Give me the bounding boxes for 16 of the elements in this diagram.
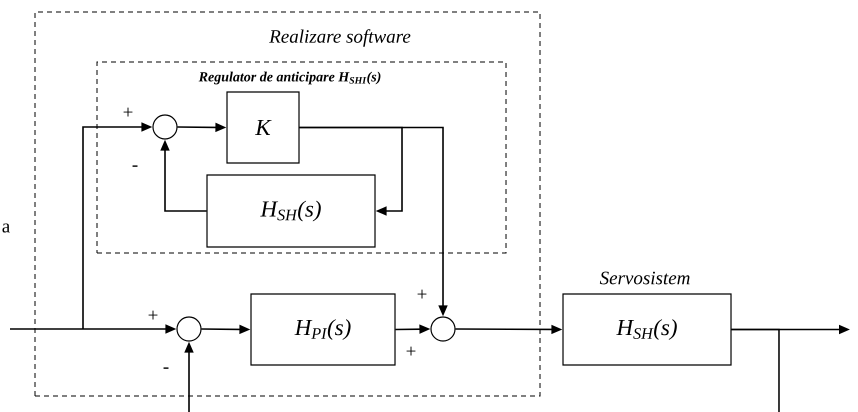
transfer-function-block: H$_{PI}$(s): [250, 293, 396, 366]
sign-label: -: [164, 367, 168, 369]
sign-label: -: [132, 165, 138, 167]
summing-junction: [176, 316, 202, 342]
sign-label: +: [406, 346, 416, 356]
sign-label: +: [148, 310, 158, 320]
summing-junction: [152, 114, 178, 140]
block-caption: Servosistem: [600, 272, 690, 284]
summing-junction: [430, 316, 456, 342]
sign-label: +: [418, 290, 426, 298]
transfer-function-block: H$_{SH}$(s): [206, 174, 376, 248]
signal-arrow: [300, 126, 403, 216]
sign-label: a: [2, 223, 10, 233]
sign-label: +: [124, 108, 132, 116]
transfer-function-block: K: [226, 91, 300, 164]
transfer-function-block: H$_{SH}$(s): [562, 293, 732, 366]
